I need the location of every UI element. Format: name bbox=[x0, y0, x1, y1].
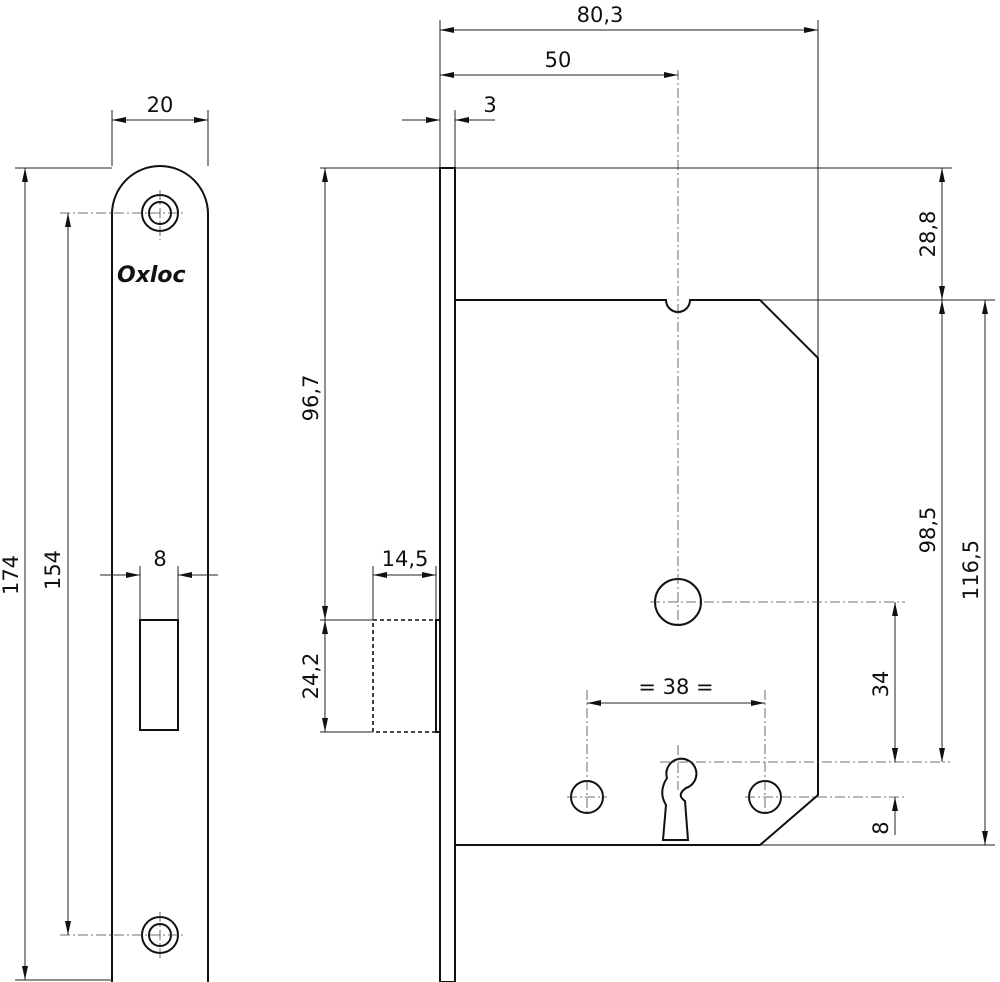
brand-logo: Oxloc bbox=[117, 263, 186, 288]
dim-keyhole-offset: 8 bbox=[869, 821, 893, 834]
follower-hole bbox=[650, 70, 905, 626]
dim-bolt-height: 24,2 bbox=[299, 653, 323, 700]
dim-case-height: 116,5 bbox=[959, 540, 983, 600]
lock-case bbox=[455, 299, 819, 846]
bolt bbox=[372, 619, 437, 733]
faceplate-view: Oxloc 20 174 154 8 bbox=[0, 93, 218, 982]
top-screw-hole bbox=[60, 190, 185, 240]
dim-top-to-follower: 96,7 bbox=[299, 375, 323, 422]
dim-backset: 50 bbox=[545, 48, 572, 72]
keyhole bbox=[660, 745, 950, 841]
dim-width: 20 bbox=[147, 93, 174, 117]
dim-case-to-keyhole: 98,5 bbox=[916, 507, 940, 554]
forend-plate bbox=[439, 167, 456, 982]
right-screw-hole bbox=[745, 690, 905, 815]
dim-hole-spacing: 154 bbox=[41, 550, 65, 590]
dim-follower-to-keyhole: 34 bbox=[869, 671, 893, 698]
dim-top-to-case: 28,8 bbox=[916, 211, 940, 258]
dim-total-height: 174 bbox=[0, 555, 23, 595]
dim-plate-thickness: 3 bbox=[483, 93, 496, 117]
dim-screw-spacing: = 38 = bbox=[638, 675, 713, 699]
bottom-screw-hole bbox=[60, 912, 185, 960]
faceplate-outline bbox=[111, 165, 209, 982]
dim-bolt-throw: 14,5 bbox=[382, 547, 429, 571]
latch-slot bbox=[139, 619, 179, 731]
dim-overall-depth: 80,3 bbox=[577, 3, 624, 27]
dim-slot-width: 8 bbox=[153, 547, 166, 571]
side-view: 80,3 50 3 96,7 24,2 14,5 28,8 98,5 116,5… bbox=[299, 3, 995, 982]
left-screw-hole bbox=[567, 690, 607, 815]
